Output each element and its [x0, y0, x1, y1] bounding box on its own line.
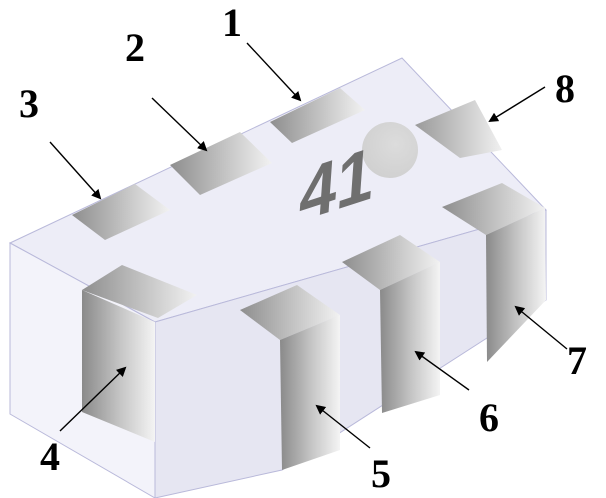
- pad-7-side: [486, 208, 546, 362]
- pin-label-6: 6: [479, 395, 499, 440]
- pad-5-side: [280, 315, 340, 470]
- arrow-pin-3: [49, 141, 102, 200]
- leader-arrows: [49, 42, 568, 449]
- pad-4-side: [82, 290, 155, 442]
- pin-label-5: 5: [371, 451, 391, 496]
- arrow-pin-4: [59, 366, 127, 432]
- pad-6-side: [380, 262, 440, 413]
- pin-label-4: 4: [40, 434, 60, 479]
- pad-6-top: [342, 235, 440, 290]
- top-pads: [72, 88, 502, 240]
- pin-labels: 1 2 3 4 5 6 7 8: [19, 0, 587, 496]
- arrow-pin-7: [514, 305, 568, 350]
- pin-label-7: 7: [567, 338, 587, 383]
- arrow-pin-5: [315, 404, 371, 449]
- pad-1-top: [270, 88, 365, 143]
- pad-2-top: [170, 132, 272, 195]
- arrow-pin-1: [246, 42, 302, 102]
- pad-5-top: [240, 285, 340, 340]
- side-pads: [82, 183, 546, 470]
- arrow-pin-8: [488, 86, 546, 123]
- pin-label-3: 3: [19, 81, 39, 126]
- arrow-pin-2: [151, 97, 208, 152]
- pad-3-top: [72, 184, 170, 240]
- pad-7-top: [442, 183, 545, 235]
- pin-label-8: 8: [555, 66, 575, 111]
- pad-8-top: [415, 100, 502, 158]
- pad-4-top: [82, 265, 197, 318]
- pin-label-1: 1: [222, 0, 242, 45]
- orientation-dot: [362, 122, 418, 178]
- arrow-pin-6: [414, 350, 470, 391]
- pin-label-2: 2: [125, 25, 145, 70]
